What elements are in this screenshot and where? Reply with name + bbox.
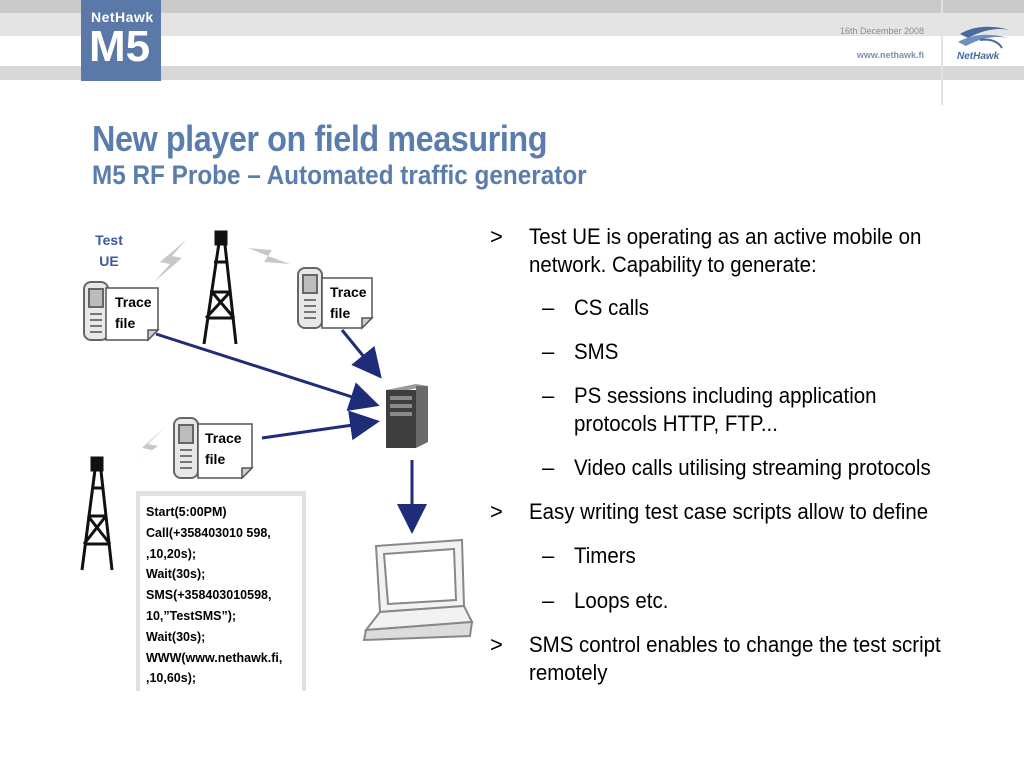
trace-file-label-3: Trace file (205, 428, 242, 470)
header-date: 16th December 2008 (839, 26, 924, 36)
signal-bolt-icon (124, 426, 166, 470)
script-card (140, 496, 302, 692)
sub-bullet-text: protocols HTTP, FTP... (574, 411, 778, 436)
bullet-marker: > (490, 224, 503, 249)
header-band-bottom (0, 66, 1024, 80)
cell-tower-icon (80, 456, 114, 571)
test-script-text: Start(5:00PM) Call(+358403010 598, ,10,2… (146, 505, 283, 686)
arrow-ue2-to-server (261, 410, 380, 441)
trace-file-card (105, 287, 160, 342)
bullet-marker: > (490, 499, 503, 524)
bullet-text: Easy writing test case scripts allow to … (529, 499, 929, 524)
bullet-text: remotely (529, 660, 608, 685)
sub-bullet-text: Loops etc. (574, 588, 669, 613)
header-band-white (0, 36, 1024, 66)
test-ue-label-line2: UE (99, 253, 119, 269)
m5-logo: NetHawk M5 (81, 0, 161, 81)
brand-name: NetHawk (957, 51, 1000, 62)
logo-brand-text: NetHawk (91, 9, 154, 25)
server-icon (386, 384, 428, 448)
laptop-icon (362, 538, 474, 642)
sub-bullet-text: Video calls utilising streaming protocol… (574, 455, 931, 480)
sub-bullet-text: PS sessions including application (574, 383, 877, 408)
sub-bullet-marker: – (542, 295, 555, 320)
test-ue-label-line1: Test (95, 232, 123, 248)
sub-bullet-marker: – (542, 588, 555, 613)
mobile-phone-icon (297, 267, 323, 329)
cell-tower-icon (202, 230, 238, 345)
trace-file-label-1-line2: file (115, 315, 136, 331)
logo-model-text: M5 (89, 22, 151, 71)
page-subtitle: M5 RF Probe – Automated traffic generato… (92, 160, 587, 190)
trace-file-label-2: Trace file (330, 282, 367, 324)
trace-file-card (197, 423, 254, 480)
sub-bullet-marker: – (542, 455, 555, 480)
mobile-phone-icon (173, 417, 199, 479)
trace-file-label-2-line1: Trace (330, 284, 367, 300)
bullet-text: network. Capability to generate: (529, 252, 817, 277)
sub-bullet-marker: – (542, 383, 555, 408)
sub-bullet-marker: – (542, 543, 555, 568)
page-title: New player on field measuring (92, 118, 548, 159)
header-band-mid (0, 13, 1024, 36)
bullet-text: Test UE is operating as an active mobile… (529, 224, 922, 249)
trace-file-label-3-line2: file (205, 451, 226, 467)
header-band-top (0, 0, 1024, 13)
trace-file-card (321, 277, 374, 330)
sub-bullet-text: SMS (574, 339, 619, 364)
sub-bullet-marker: – (542, 339, 555, 364)
trace-file-label-3-line1: Trace (205, 430, 242, 446)
mobile-phone-icon (83, 281, 109, 341)
test-ue-label: Test UE (92, 230, 126, 272)
trace-file-label-1: Trace file (115, 292, 152, 334)
network-diagram (80, 230, 474, 642)
sub-bullet-text: Timers (574, 543, 636, 568)
bullet-marker: > (490, 632, 503, 657)
signal-bolt-icon (154, 240, 186, 282)
signal-bolt-icon (248, 248, 290, 264)
trace-file-label-1-line1: Trace (115, 294, 152, 310)
header-url: www.nethawk.fi (856, 50, 924, 60)
bullet-text: SMS control enables to change the test s… (529, 632, 941, 657)
trace-file-label-2-line2: file (330, 305, 351, 321)
nethawk-logo-icon (958, 26, 1010, 49)
arrow-probe-to-server (340, 329, 382, 379)
sub-bullet-text: CS calls (574, 295, 650, 320)
header-divider (941, 0, 943, 105)
arrow-ue-to-server (155, 332, 380, 411)
